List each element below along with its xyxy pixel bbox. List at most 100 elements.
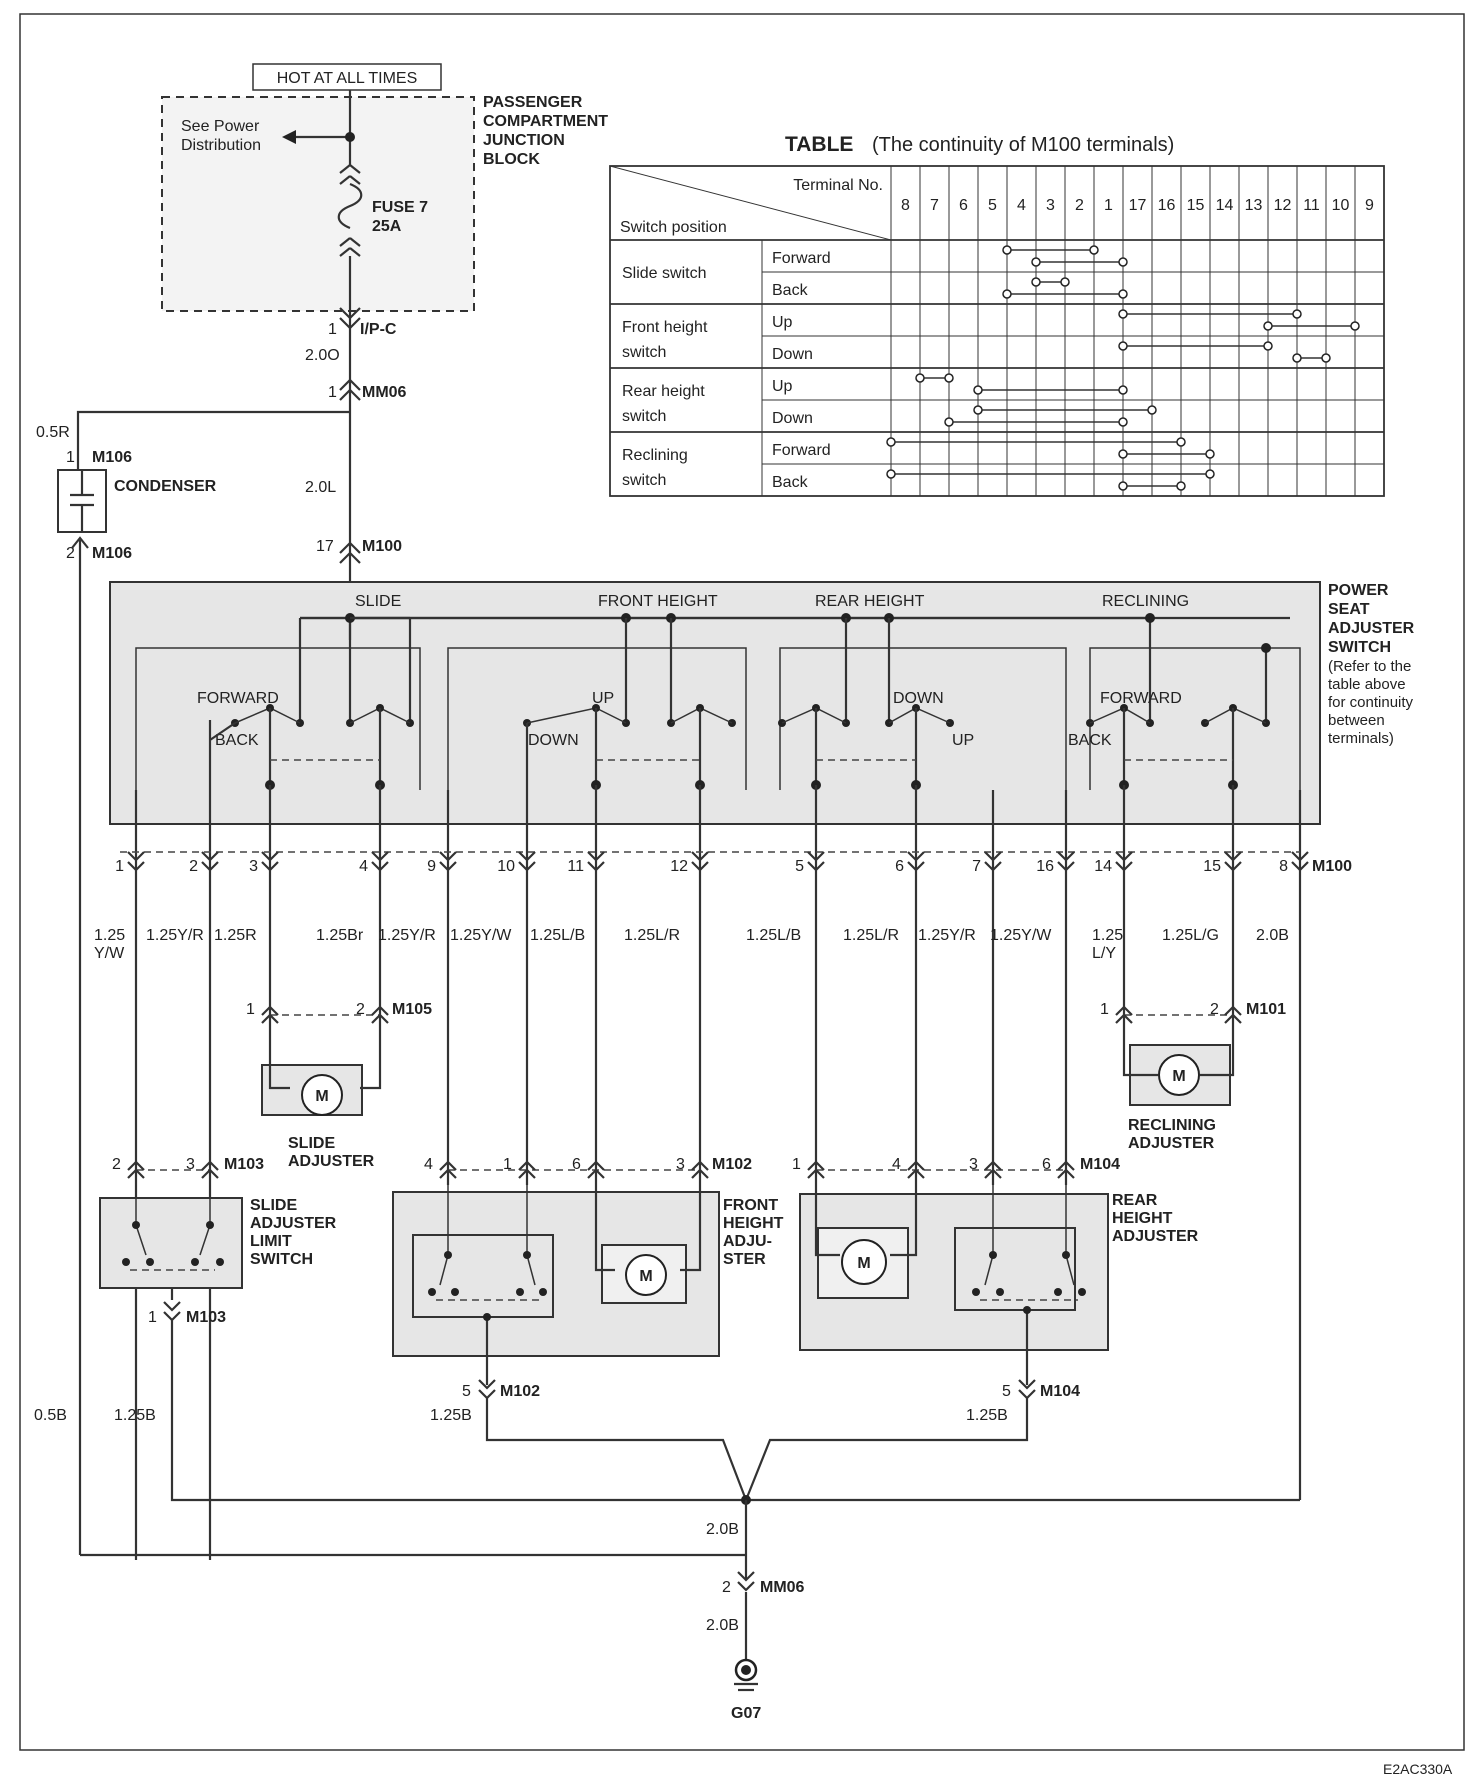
wire-2-0l: 2.0L bbox=[305, 479, 336, 496]
table-border bbox=[609, 165, 1385, 497]
switch-position: Forward bbox=[772, 442, 831, 459]
m100-pin-symbol bbox=[1057, 851, 1075, 872]
slide-adjuster-1: SLIDE bbox=[288, 1135, 335, 1152]
wire-1-25b-a: 1.25B bbox=[114, 1407, 156, 1424]
wire-5: 1.25L/B bbox=[746, 927, 801, 944]
pcjb-line-3: JUNCTION bbox=[483, 132, 565, 149]
m100-pin-number: 3 bbox=[249, 858, 258, 875]
switch-group-name: Reclining bbox=[622, 447, 688, 464]
pcjb-line-1: PASSENGER bbox=[483, 94, 583, 111]
arrow-left-icon bbox=[282, 130, 296, 144]
m104-label-bottom: M104 bbox=[1040, 1383, 1080, 1400]
m100-pin-symbol bbox=[807, 851, 825, 872]
wire-8: 2.0B bbox=[1256, 927, 1289, 944]
terminal-header: 10 bbox=[1332, 197, 1350, 214]
motor-letter-rear: M bbox=[857, 1255, 870, 1272]
m100-pin-number: 8 bbox=[1279, 858, 1288, 875]
switch-group-name: switch bbox=[622, 344, 666, 361]
motor-letter-front: M bbox=[639, 1268, 652, 1285]
switch-group-name: Rear height bbox=[622, 383, 705, 400]
m100-pin-number: 5 bbox=[795, 858, 804, 875]
label-rear-up: UP bbox=[952, 732, 974, 749]
image-code: E2AC330A bbox=[1383, 1761, 1453, 1777]
fuse-rating: 25A bbox=[372, 218, 402, 235]
m100-pin-number: 10 bbox=[497, 858, 515, 875]
continuity-node bbox=[1060, 277, 1070, 287]
label-recl-back: BACK bbox=[1068, 732, 1112, 749]
m100-pin-number: 15 bbox=[1203, 858, 1221, 875]
table-subtitle: (The continuity of M100 terminals) bbox=[872, 134, 1174, 156]
junction-block bbox=[161, 96, 475, 312]
section-slide: SLIDE bbox=[355, 593, 401, 610]
m100-pin-symbol bbox=[439, 851, 457, 872]
continuity-node bbox=[944, 373, 954, 383]
continuity-node bbox=[1031, 257, 1041, 267]
m100-pin17: 17 bbox=[316, 538, 334, 555]
terminal-header: 7 bbox=[930, 197, 939, 214]
switch-position: Back bbox=[772, 282, 809, 299]
continuity-node bbox=[1118, 341, 1128, 351]
motor-icon bbox=[301, 1074, 343, 1116]
m102-pin5: 5 bbox=[462, 1383, 471, 1400]
reclining-contacts bbox=[1086, 704, 1270, 790]
motor-icon-front bbox=[625, 1254, 667, 1296]
label-front-down: DOWN bbox=[528, 732, 579, 749]
m100-pin-symbol bbox=[371, 851, 389, 872]
continuity-node bbox=[886, 437, 896, 447]
wire-1-25b-c: 1.25B bbox=[966, 1407, 1008, 1424]
m100-pin-symbol bbox=[1224, 851, 1242, 872]
wire-2-0o: 2.0O bbox=[305, 347, 340, 364]
terminal-header: 6 bbox=[959, 197, 968, 214]
continuity-node bbox=[1263, 321, 1273, 331]
continuity-node bbox=[1350, 321, 1360, 331]
label-recl-forward: FORWARD bbox=[1100, 690, 1182, 707]
motor-letter: M bbox=[315, 1088, 328, 1105]
motor-icon-recl bbox=[1158, 1054, 1200, 1096]
m103-pin1: 1 bbox=[148, 1309, 157, 1326]
m100-pin-symbol bbox=[907, 851, 925, 872]
wire-14-b: L/Y bbox=[1092, 945, 1116, 962]
section-front-height: FRONT HEIGHT bbox=[598, 593, 718, 610]
switch-group-name: Front height bbox=[622, 319, 708, 336]
continuity-node bbox=[1205, 469, 1215, 479]
m104-pin1: 1 bbox=[792, 1156, 801, 1173]
switch-title-1: POWER bbox=[1328, 582, 1389, 599]
terminal-header: 14 bbox=[1216, 197, 1234, 214]
wire-16: 1.25Y/W bbox=[990, 927, 1052, 944]
m106-pin2: 2 bbox=[66, 545, 75, 562]
m106-top: M106 bbox=[92, 449, 132, 466]
slide-adjuster-2: ADJUSTER bbox=[288, 1153, 375, 1170]
terminal-header: 15 bbox=[1187, 197, 1205, 214]
wire-11: 1.25L/B bbox=[530, 927, 585, 944]
m100-pin-symbol bbox=[587, 851, 605, 872]
switch-group-name: switch bbox=[622, 408, 666, 425]
ground-label: G07 bbox=[731, 1705, 761, 1722]
terminal-header: 5 bbox=[988, 197, 997, 214]
m100-pin-symbol bbox=[127, 851, 145, 872]
switch-note-3: for continuity bbox=[1328, 694, 1414, 711]
continuity-node bbox=[1089, 245, 1099, 255]
m102-label-top: M102 bbox=[712, 1156, 752, 1173]
continuity-node bbox=[915, 373, 925, 383]
m100-pin-number: 2 bbox=[189, 858, 198, 875]
wire-2-0b-a: 2.0B bbox=[706, 1521, 739, 1538]
terminal-header: 9 bbox=[1365, 197, 1374, 214]
pcjb-line-4: BLOCK bbox=[483, 151, 540, 168]
continuity-node bbox=[1118, 309, 1128, 319]
switch-title-3: ADJUSTER bbox=[1328, 620, 1415, 637]
pcjb-line-2: COMPARTMENT bbox=[483, 113, 608, 130]
limit-switch-4: SWITCH bbox=[250, 1251, 313, 1268]
section-rear-height: REAR HEIGHT bbox=[815, 593, 925, 610]
m103-pin3: 3 bbox=[186, 1156, 195, 1173]
m102-pin4: 4 bbox=[424, 1156, 433, 1173]
switch-position: Up bbox=[772, 314, 793, 331]
m100-pin-symbol bbox=[261, 851, 279, 872]
m105-label: M105 bbox=[392, 1001, 432, 1018]
continuity-node bbox=[1118, 257, 1128, 267]
continuity-node bbox=[1205, 449, 1215, 459]
m104-pin5: 5 bbox=[1002, 1383, 1011, 1400]
rear-adj-3: ADJUSTER bbox=[1112, 1228, 1199, 1245]
rear-adj-2: HEIGHT bbox=[1112, 1210, 1173, 1227]
terminal-header: 8 bbox=[901, 197, 910, 214]
switch-note-4: between bbox=[1328, 712, 1385, 729]
